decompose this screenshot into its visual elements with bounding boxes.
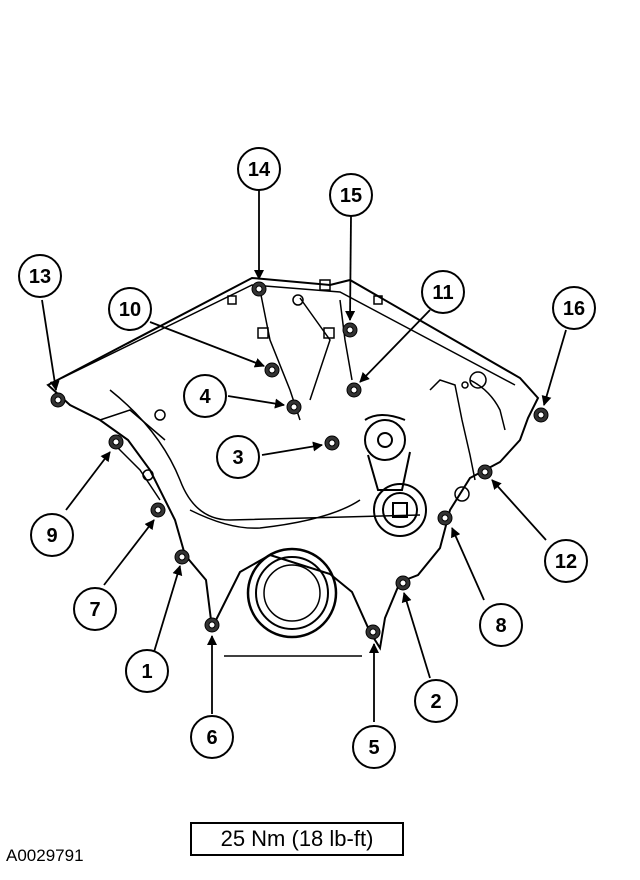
callouts: 1 2 3 4 5 6 7 8 9 10 11 12 13 14 15 16 (18, 147, 596, 769)
callout-2: 2 (414, 679, 458, 723)
front-cover-outline (46, 276, 540, 651)
leader-lines (41, 190, 567, 722)
bolts (50, 281, 549, 640)
callout-16: 16 (552, 286, 596, 330)
bolt-7 (150, 502, 166, 518)
bolt-3 (324, 435, 340, 451)
bolt-1 (174, 549, 190, 565)
svg-text:13: 13 (29, 266, 51, 288)
svg-text:8: 8 (495, 615, 506, 637)
bolt-12 (477, 464, 493, 480)
callout-6: 6 (190, 715, 234, 759)
svg-text:10: 10 (119, 299, 141, 321)
svg-text:2: 2 (430, 691, 441, 713)
torque-spec-box: 25 Nm (18 lb-ft) (190, 822, 404, 856)
figure-id-label: A0029791 (6, 846, 84, 865)
callout-10: 10 (108, 287, 152, 331)
bolt-4 (286, 399, 302, 415)
callout-11: 11 (421, 270, 465, 314)
callout-13: 13 (18, 254, 62, 298)
svg-text:4: 4 (199, 386, 211, 408)
callout-9: 9 (30, 513, 74, 557)
bolt-13 (50, 392, 66, 408)
svg-text:9: 9 (46, 525, 57, 547)
callout-5: 5 (352, 725, 396, 769)
bolt-6 (204, 617, 220, 633)
crankshaft-seal (246, 547, 338, 639)
callout-14: 14 (237, 147, 281, 191)
bolt-8 (437, 510, 453, 526)
callout-15: 15 (329, 173, 373, 217)
callout-7: 7 (73, 587, 117, 631)
callout-8: 8 (479, 603, 523, 647)
svg-text:5: 5 (368, 737, 379, 759)
bolt-16 (533, 407, 549, 423)
bolt-11 (346, 382, 362, 398)
svg-text:6: 6 (206, 727, 217, 749)
svg-text:15: 15 (340, 185, 362, 207)
torque-spec-label: 25 Nm (18 lb-ft) (220, 826, 374, 851)
callout-3: 3 (216, 435, 260, 479)
bolt-15 (342, 322, 358, 338)
bolt-14 (251, 281, 267, 297)
callout-1: 1 (125, 649, 169, 693)
bolt-2 (395, 575, 411, 591)
svg-text:14: 14 (248, 159, 271, 181)
svg-text:1: 1 (141, 661, 152, 683)
callout-12: 12 (544, 539, 588, 583)
svg-text:11: 11 (432, 282, 453, 304)
bolt-9 (108, 434, 124, 450)
cover-holes (142, 279, 487, 502)
svg-text:16: 16 (563, 298, 585, 320)
svg-text:3: 3 (232, 447, 243, 469)
callout-4: 4 (183, 374, 227, 418)
bolt-5 (365, 624, 381, 640)
svg-text:12: 12 (555, 551, 577, 573)
bolt-10 (264, 362, 280, 378)
tensioner-assembly (364, 414, 427, 537)
svg-text:7: 7 (89, 599, 100, 621)
